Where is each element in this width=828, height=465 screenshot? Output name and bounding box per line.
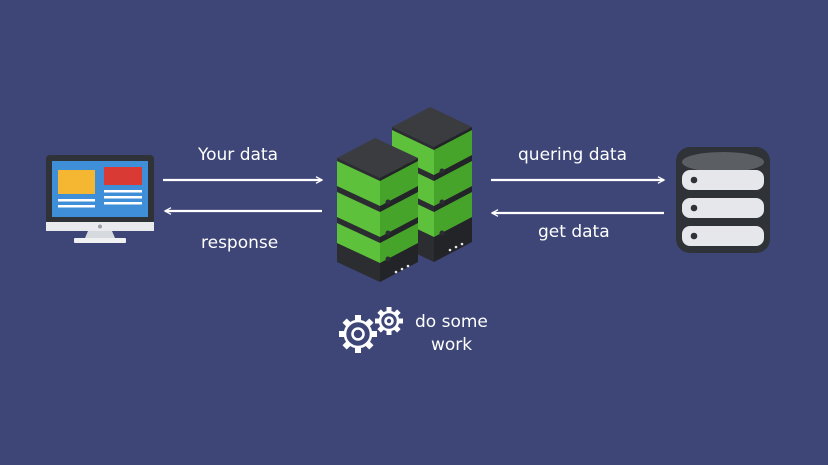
database-icon	[676, 147, 770, 253]
request-label: Your data	[198, 145, 278, 165]
gears-icon	[339, 307, 403, 353]
server-rack-front	[337, 138, 418, 282]
response-label: response	[201, 233, 279, 253]
query-label: quering data	[518, 145, 627, 165]
result-label: get data	[538, 222, 610, 242]
processing-label: do some work	[415, 311, 488, 357]
processing-label-line2: work	[431, 335, 473, 355]
server-rack-icon	[337, 107, 472, 282]
processing-label-line1: do some	[415, 312, 488, 332]
computer-monitor-icon	[46, 155, 154, 243]
